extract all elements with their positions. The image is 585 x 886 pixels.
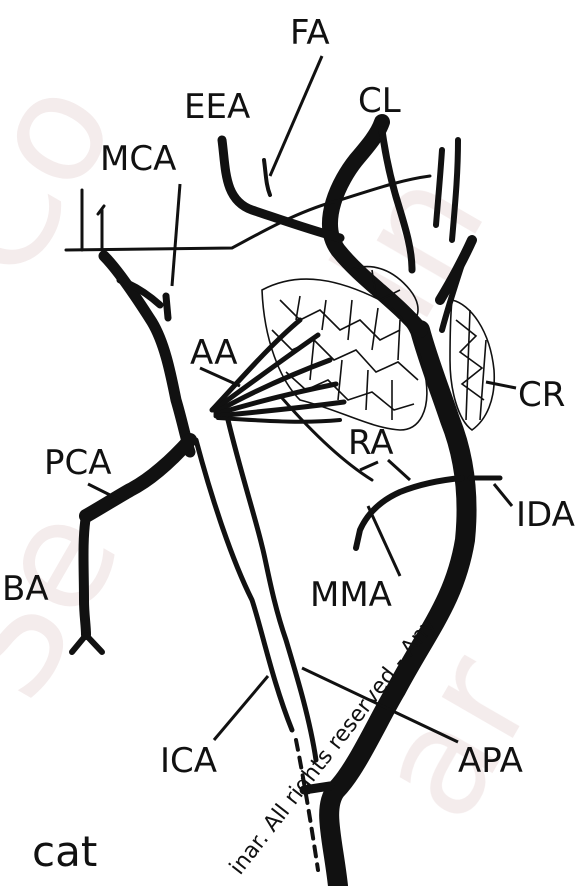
label-aa: AA: [190, 333, 237, 373]
label-ra: RA: [348, 423, 394, 463]
label-pca: PCA: [44, 443, 112, 483]
label-ba: BA: [2, 569, 49, 609]
label-mma: MMA: [310, 575, 392, 615]
label-cl: CL: [358, 81, 401, 121]
label-ica: ICA: [160, 741, 217, 781]
species-label: cat: [32, 827, 97, 876]
label-cr: CR: [518, 375, 565, 415]
label-ida: IDA: [516, 495, 575, 535]
label-eea: EEA: [184, 87, 250, 127]
label-fa: FA: [290, 13, 330, 53]
mca-vessel: [104, 256, 190, 452]
label-apa: APA: [458, 741, 523, 781]
fa-vessel: [264, 160, 270, 195]
ba-vessel: [84, 516, 87, 635]
label-mca: MCA: [100, 139, 176, 179]
